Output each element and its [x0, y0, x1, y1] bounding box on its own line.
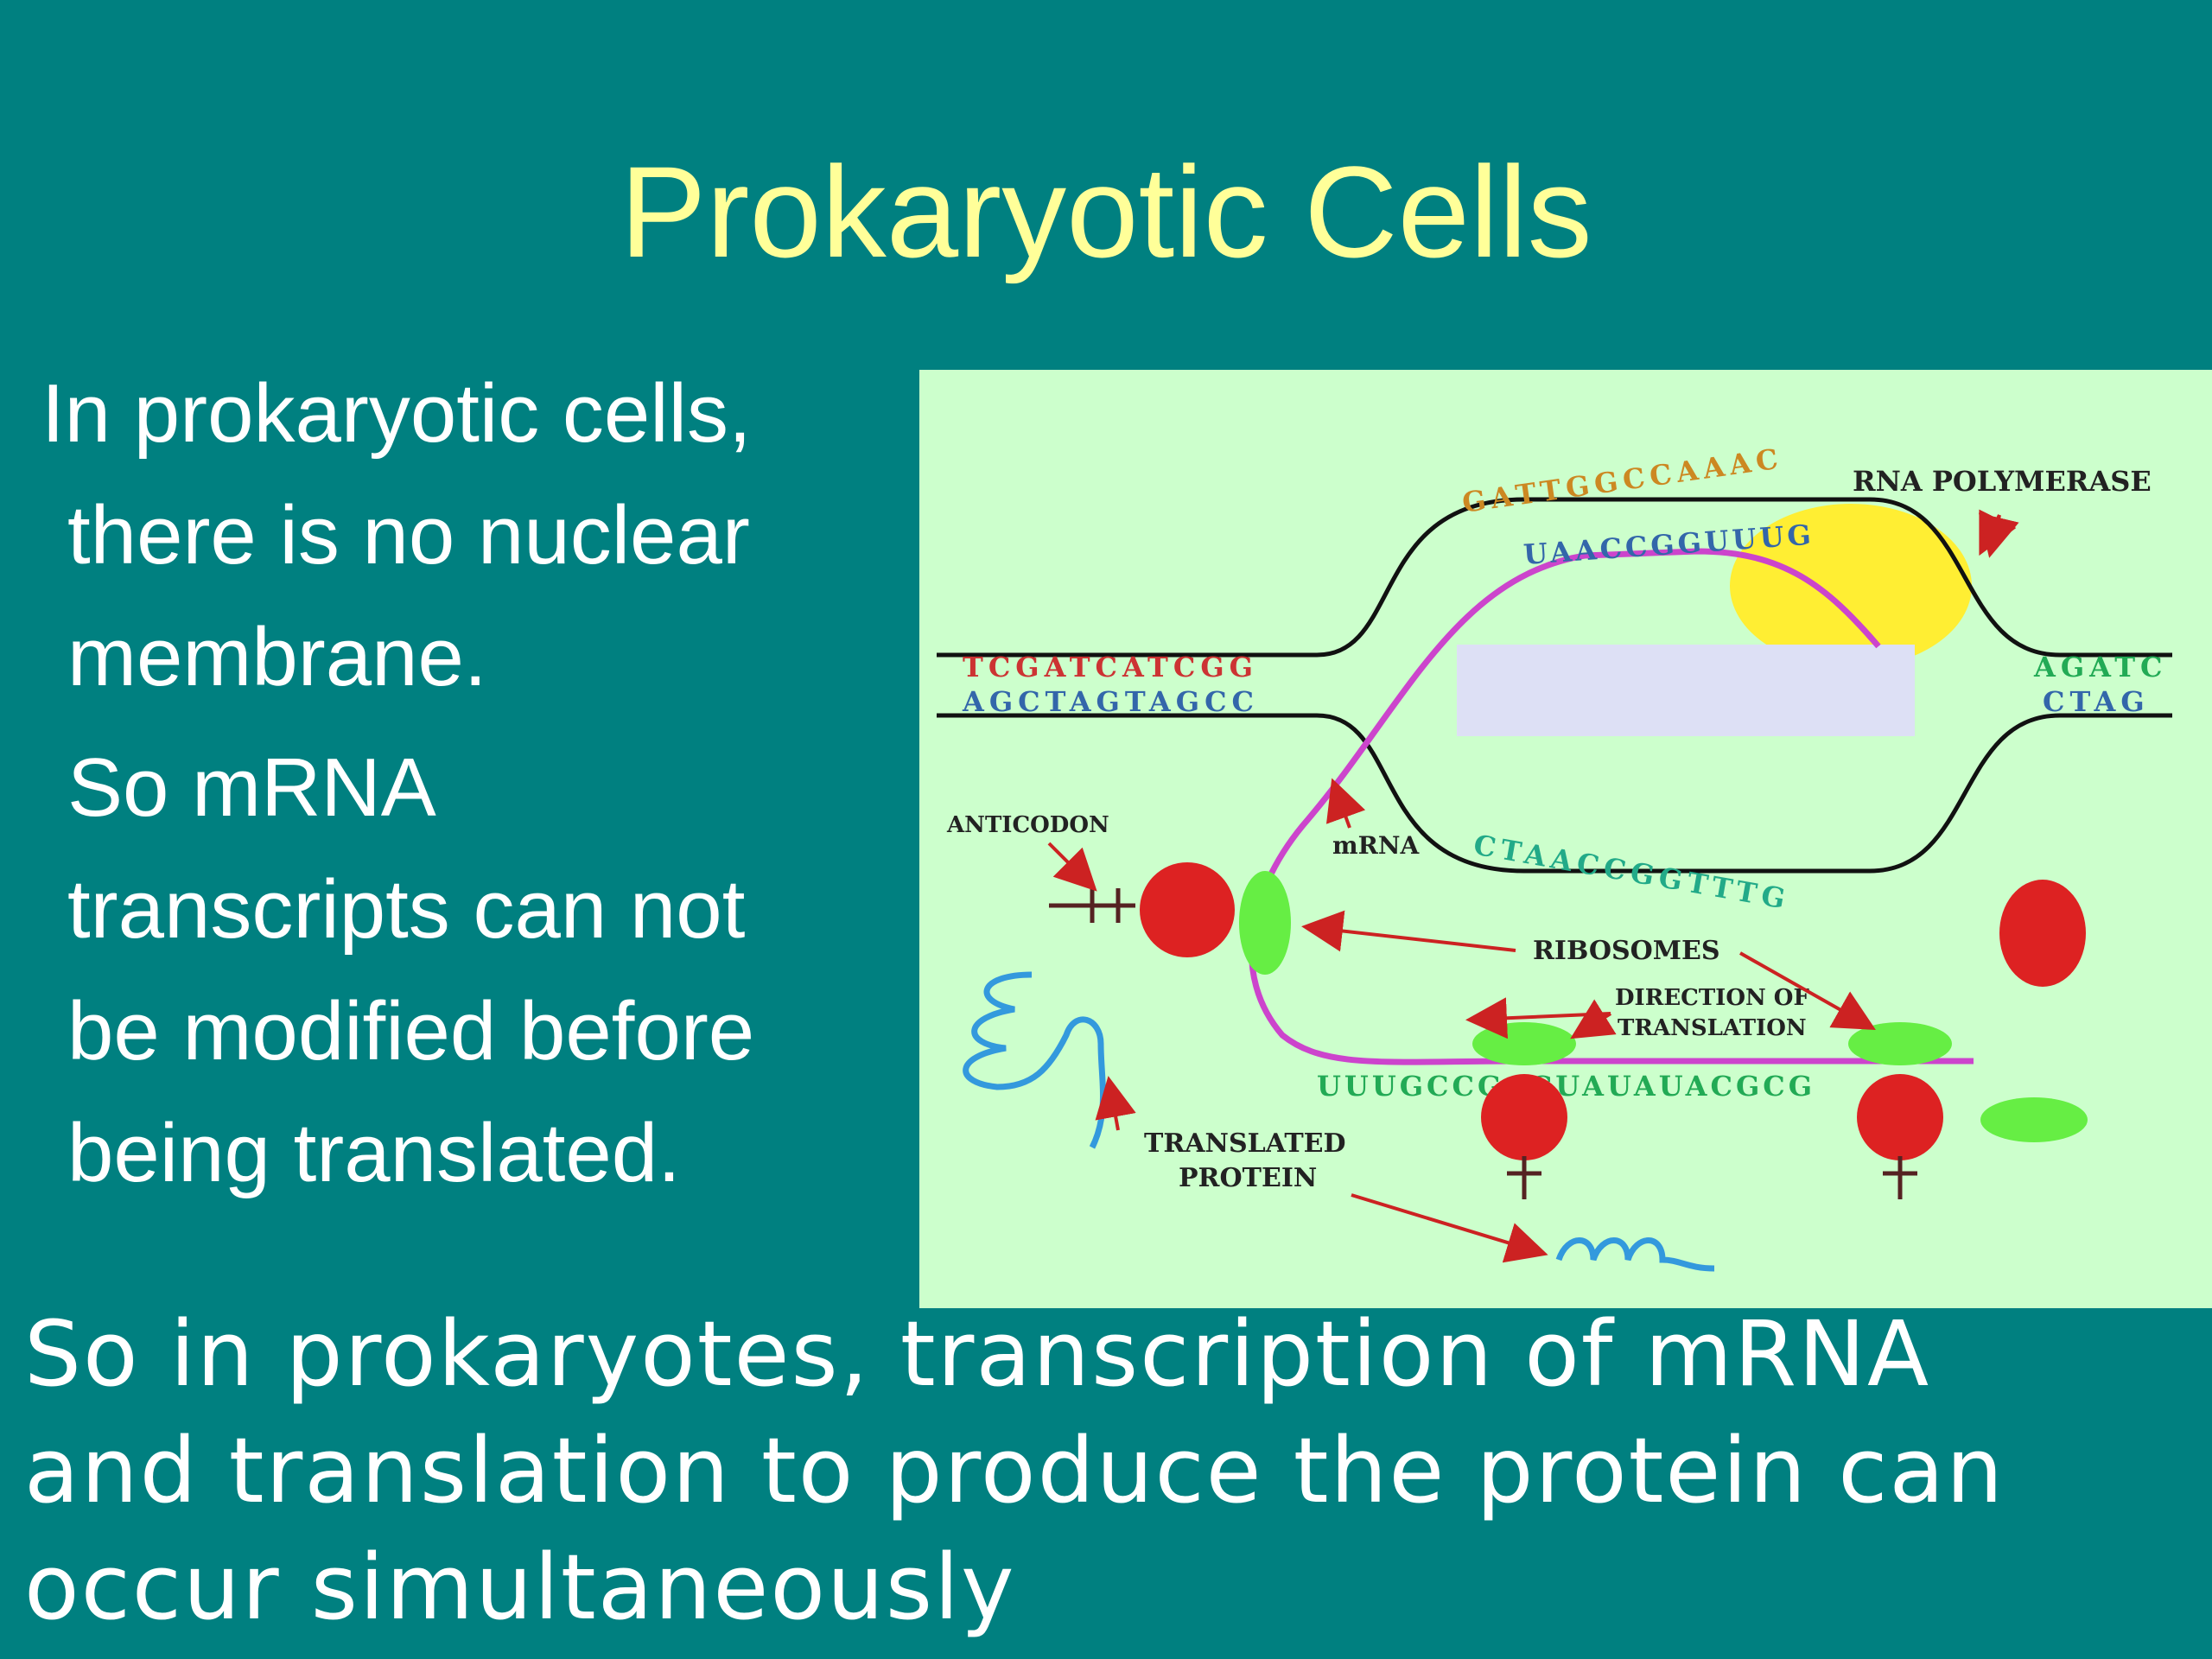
rna-polymerase-icon [1730, 504, 1972, 668]
text-line: be modified before [67, 985, 755, 1077]
dna-bottom-right-seq: CTAG [2043, 685, 2150, 718]
text-line: In prokaryotic cells, [41, 367, 752, 460]
transcription-translation-diagram: TCGATCATCGG AGCTAGTAGCC AGATC CTAG GATTG… [919, 370, 2212, 1308]
ribosome-small-subunit-icon [1980, 1097, 2088, 1142]
label-direction-line1: DIRECTION OF [1615, 985, 1809, 1011]
mrna-bottom-seq: UUUGCCGCCUAUAUACGCG [1317, 1070, 1815, 1103]
left-text-block: In prokaryotic cells, there is no nuclea… [41, 353, 906, 1214]
text-line: being translated. [67, 1107, 681, 1199]
annotation-arrows [1047, 509, 2019, 1263]
paragraph-mrna-not-modified: So mRNA transcripts can not be modified … [41, 727, 906, 1214]
diagram-svg: TCGATCATCGG AGCTAGTAGCC AGATC CTAG GATTG… [937, 442, 2172, 1272]
text-line: transcripts can not [67, 863, 746, 956]
text-line: and translation to produce the protein c… [24, 1418, 2005, 1523]
label-mrna: mRNA [1332, 831, 1420, 860]
label-ribosomes: RIBOSOMES [1533, 936, 1720, 966]
text-line: there is no nuclear [67, 489, 750, 582]
label-translated-line1: TRANSLATED [1144, 1128, 1346, 1159]
dna-top-right-seq: AGATC [2033, 651, 2168, 683]
slide-title: Prokaryotic Cells [620, 139, 1592, 284]
dna-top-left-seq: TCGATCATCGG [963, 651, 1258, 683]
bottom-text-block: So in prokaryotes, transcription of mRNA… [24, 1296, 2184, 1646]
dna-bottom-left-seq: AGCTAGTAGCC [962, 685, 1259, 718]
label-translated-line2: PROTEIN [1179, 1163, 1317, 1193]
highlight-box [1457, 645, 1915, 736]
ribosome-icon [1049, 862, 1291, 975]
text-line: So in prokaryotes, transcription of mRNA [24, 1301, 1931, 1407]
label-direction-line2: TRANSLATION [1618, 1015, 1807, 1041]
ribosome-icon [1848, 1022, 1952, 1199]
bubble-top-seq: GATTGGCCAAAC [1460, 442, 1785, 519]
protein-coil-icon [963, 971, 1106, 1149]
text-line: occur simultaneously [24, 1535, 1016, 1640]
mrna-strand [1249, 548, 1974, 1065]
text-line: membrane. [67, 611, 487, 703]
dna-double-helix [937, 497, 2172, 874]
paragraph-no-nuclear-membrane: In prokaryotic cells, there is no nuclea… [41, 353, 906, 718]
ribosome-icon [1472, 1022, 1576, 1199]
text-line: So mRNA [67, 741, 436, 834]
protein-coil-icon [1555, 1237, 1715, 1272]
ribosome-large-subunit-icon [1999, 880, 2086, 987]
label-anticodon: ANTICODON [946, 812, 1109, 838]
label-rna-polymerase: RNA POLYMERASE [1853, 465, 2152, 498]
